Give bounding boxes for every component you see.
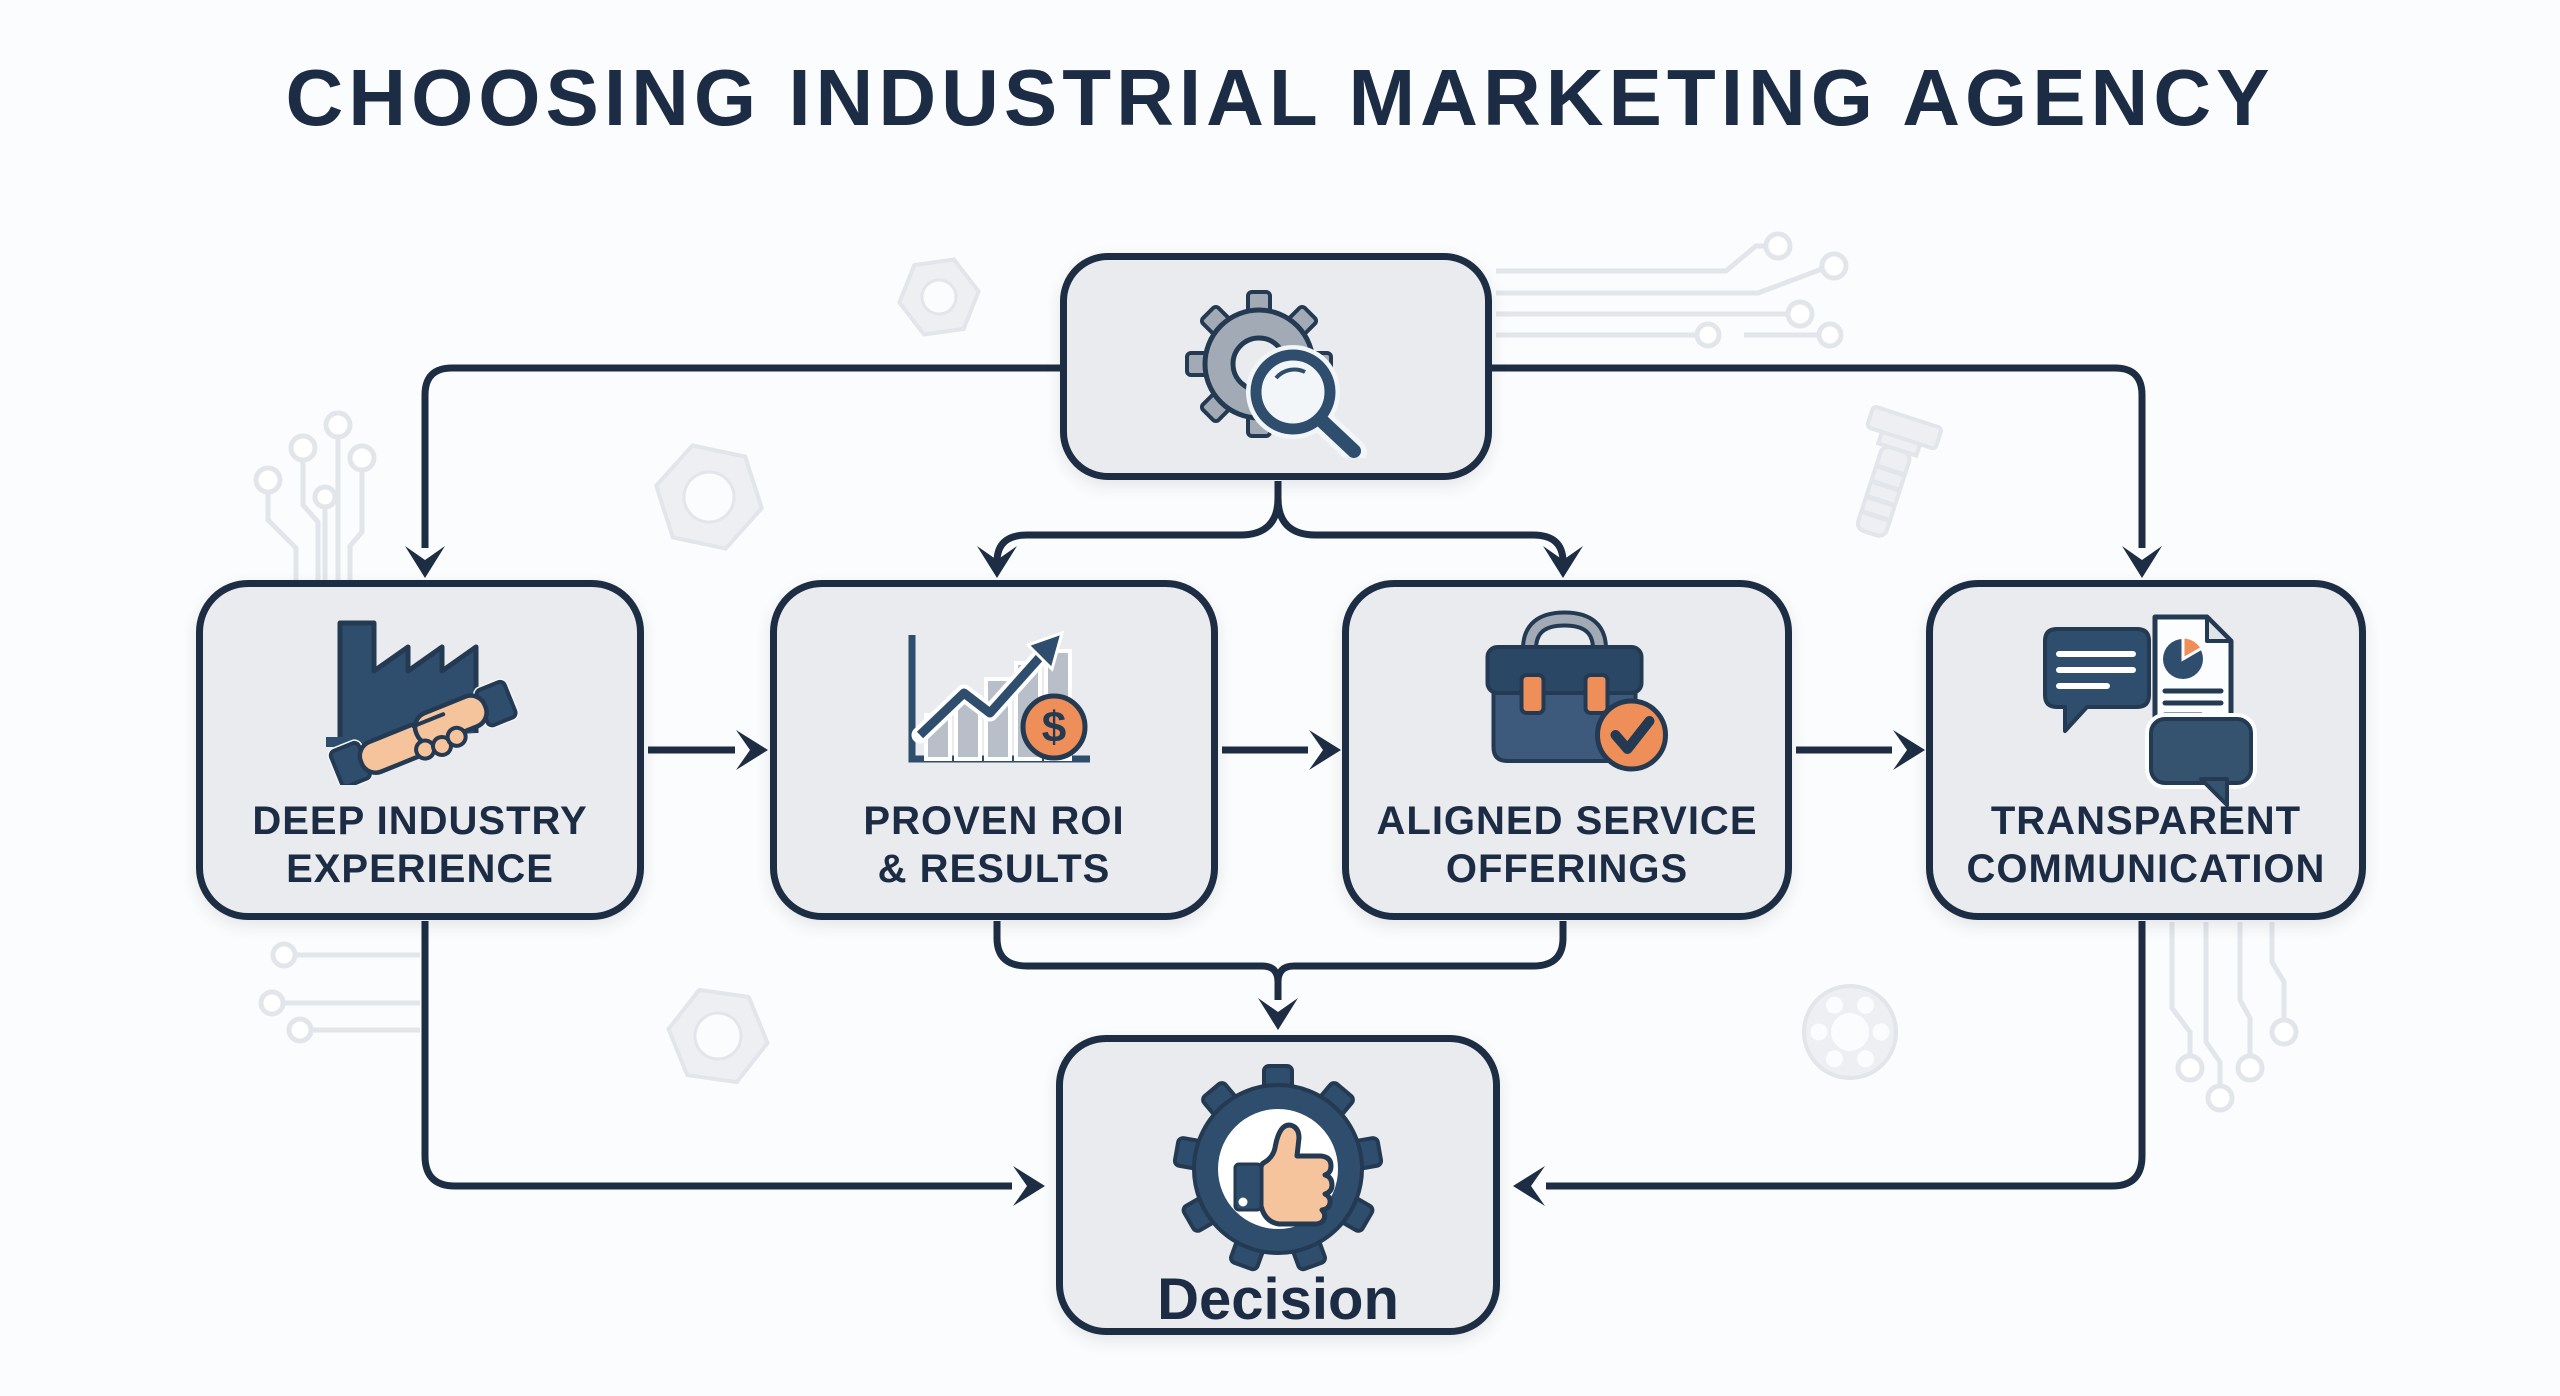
- circuit-traces-top-left: [253, 410, 377, 600]
- hex-nut-small-icon: [897, 257, 981, 337]
- circuit-traces-bottom-left: [258, 941, 420, 1044]
- node-label-line2: & RESULTS: [877, 847, 1111, 891]
- handshake: [327, 678, 520, 785]
- node-label-line2: COMMUNICATION: [1966, 847, 2326, 891]
- connector-services-to-communication: [1796, 730, 1925, 770]
- connector-experience-to-roi: [648, 730, 768, 770]
- hex-nut-bottom-icon: [666, 987, 770, 1085]
- dollar-sign: $: [1042, 703, 1066, 752]
- connector-roi-to-services: [1222, 730, 1341, 770]
- node-label-line2: OFFERINGS: [1445, 847, 1689, 891]
- growth-chart-dollar-icon: $: [908, 630, 1090, 763]
- node-label-line1: TRANSPARENT: [1990, 799, 2302, 843]
- node-decision: Decision: [1056, 1035, 1500, 1335]
- connector-roi-services-to-decision: [993, 921, 1567, 1030]
- toolbox-check-icon: [1485, 610, 1668, 772]
- connector-research-to-roi: [977, 481, 1282, 578]
- hex-nut-icon: [653, 443, 765, 551]
- node-proven-roi-results: $ PROVEN ROI& RESULTS: [770, 580, 1218, 920]
- connector-research-to-services: [1274, 481, 1583, 578]
- node-label-line2: EXPERIENCE: [286, 847, 554, 891]
- node-transparent-communication: TRANSPARENT COMMUNICATION: [1926, 580, 2366, 920]
- bolt-icon: [1855, 405, 1943, 538]
- decision-label: Decision: [1157, 1267, 1399, 1332]
- circuit-traces-bottom-right: [2169, 922, 2299, 1113]
- connector-research-to-communication: [1492, 364, 2162, 578]
- node-label-line1: DEEP INDUSTRY: [252, 799, 588, 843]
- gear-magnifier-icon: [1185, 290, 1367, 458]
- node-research: [1060, 253, 1492, 480]
- chat-document-icon: [2043, 614, 2257, 807]
- node-label-line1: PROVEN ROI: [863, 799, 1125, 843]
- page-title: CHOOSING INDUSTRIAL MARKETING AGENCY: [285, 53, 2275, 142]
- gear-thumbs-up-icon: [1173, 1064, 1383, 1272]
- connector-research-to-experience: [405, 364, 1060, 578]
- factory-handshake-icon: [326, 620, 520, 785]
- node-label-line1: ALIGNED SERVICE: [1376, 799, 1758, 843]
- circuit-traces-top-right: [1496, 231, 1849, 349]
- connector-experience-to-decision: [421, 921, 1045, 1206]
- washer-icon: [1802, 984, 1898, 1080]
- connector-communication-to-decision: [1513, 921, 2146, 1206]
